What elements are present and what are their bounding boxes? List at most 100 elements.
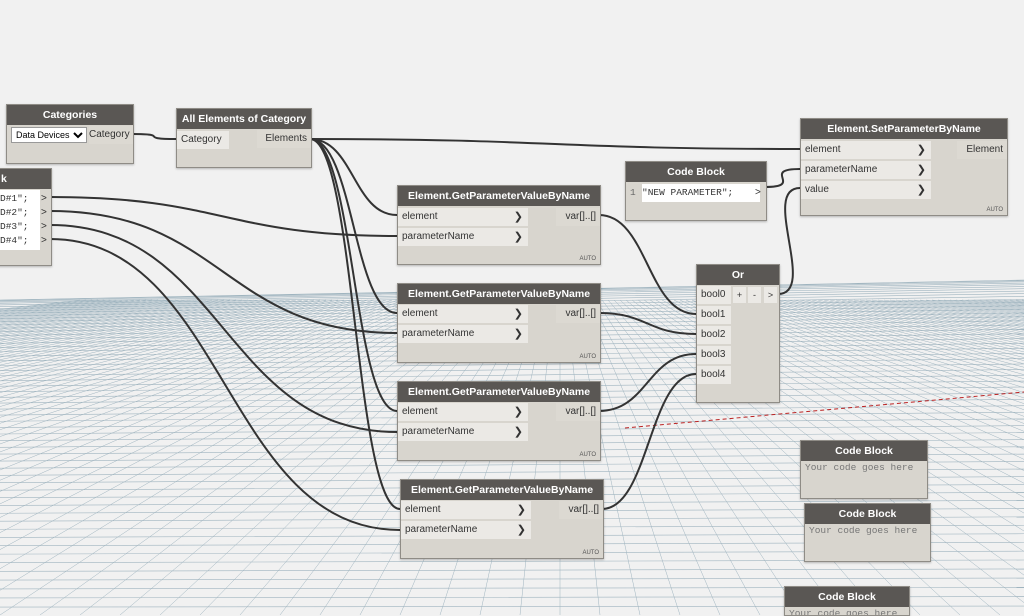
grid-line bbox=[763, 299, 1024, 372]
wire bbox=[131, 133, 177, 140]
grid-line bbox=[949, 299, 1024, 311]
all-elements-of-category-node[interactable]: All Elements of Category Category Elemen… bbox=[176, 108, 312, 168]
node-title: Element.GetParameterValueByName bbox=[398, 186, 600, 206]
grid-line bbox=[0, 568, 1024, 572]
code-placeholder[interactable]: Your code goes here bbox=[789, 608, 898, 616]
grid-line bbox=[0, 577, 1024, 581]
grid-line bbox=[0, 299, 447, 518]
lacing-auto-label: AUTO bbox=[986, 207, 1003, 213]
output-chevron-2[interactable]: > bbox=[41, 207, 47, 218]
chevron-right-icon: ❯ bbox=[513, 426, 523, 438]
set-parameter-by-name-node[interactable]: Element.SetParameterByName element❯ para… bbox=[800, 118, 1008, 216]
input-port-element[interactable]: element❯ bbox=[398, 403, 528, 421]
grid-line bbox=[685, 299, 1024, 450]
code-placeholder[interactable]: Your code goes here bbox=[805, 462, 914, 473]
get-parameter-value-by-name-node-1[interactable]: Element.GetParameterValueByName element❯… bbox=[397, 185, 601, 265]
grid-line bbox=[0, 299, 381, 418]
output-chevron[interactable]: > bbox=[755, 187, 761, 198]
grid-line bbox=[787, 299, 1024, 358]
code-line-3[interactable]: D#3"; bbox=[0, 218, 40, 236]
grid-line bbox=[0, 299, 357, 398]
chevron-right-icon: ❯ bbox=[513, 211, 523, 223]
input-port-bool4[interactable]: bool4 bbox=[697, 366, 731, 384]
remove-input-button[interactable]: - bbox=[748, 287, 761, 303]
empty-code-block-2[interactable]: Code Block Your code goes here bbox=[804, 503, 931, 562]
code-line-4[interactable]: D#4"; bbox=[0, 232, 40, 250]
get-parameter-value-by-name-node-4[interactable]: Element.GetParameterValueByName element❯… bbox=[400, 479, 604, 559]
input-port-element[interactable]: element❯ bbox=[398, 208, 528, 226]
input-port-parametername[interactable]: parameterName❯ bbox=[398, 423, 528, 441]
input-port-element[interactable]: element❯ bbox=[801, 141, 931, 159]
output-port-category[interactable]: Category bbox=[89, 126, 133, 144]
code-block-node-new-parameter[interactable]: Code Block 1 "NEW PARAMETER"; > bbox=[625, 161, 767, 221]
categories-node[interactable]: Categories Data Devices Category bbox=[6, 104, 134, 164]
code-text[interactable]: "NEW PARAMETER"; bbox=[642, 184, 760, 202]
input-port-element[interactable]: element❯ bbox=[398, 305, 528, 323]
grid-line bbox=[793, 299, 1024, 355]
grid-line bbox=[0, 299, 435, 492]
wire bbox=[49, 224, 398, 433]
grid-line bbox=[0, 369, 1024, 382]
grid-line bbox=[0, 299, 315, 372]
input-port-category[interactable]: Category bbox=[177, 131, 229, 149]
node-title: All Elements of Category bbox=[177, 109, 311, 129]
grid-line bbox=[757, 299, 1024, 375]
output-port-elements[interactable]: Elements bbox=[257, 130, 311, 148]
category-dropdown[interactable]: Data Devices bbox=[11, 127, 87, 143]
add-input-button[interactable]: + bbox=[733, 287, 746, 303]
code-line-2[interactable]: D#2"; bbox=[0, 204, 40, 222]
input-port-bool0[interactable]: bool0 bbox=[697, 286, 731, 304]
grid-line bbox=[919, 299, 1024, 317]
output-chevron-4[interactable]: > bbox=[41, 235, 47, 246]
lacing-auto-label: AUTO bbox=[579, 354, 596, 360]
get-parameter-value-by-name-node-2[interactable]: Element.GetParameterValueByName element❯… bbox=[397, 283, 601, 363]
grid-line bbox=[0, 299, 291, 360]
code-placeholder[interactable]: Your code goes here bbox=[809, 525, 918, 536]
grid-line bbox=[775, 299, 1024, 365]
grid-line bbox=[0, 299, 339, 385]
output-port-var[interactable]: var[]..[] bbox=[556, 305, 600, 323]
input-port-parametername[interactable]: parameterName❯ bbox=[401, 521, 531, 539]
axis-line bbox=[624, 391, 1024, 429]
node-title: Categories bbox=[7, 105, 133, 125]
grid-line bbox=[703, 299, 1024, 424]
output-port-var[interactable]: var[]..[] bbox=[556, 403, 600, 421]
input-port-value[interactable]: value❯ bbox=[801, 181, 931, 199]
empty-code-block-3[interactable]: Code Block Your code goes here bbox=[784, 586, 910, 616]
output-chevron[interactable]: > bbox=[764, 287, 777, 303]
wire bbox=[598, 312, 697, 335]
output-port-element[interactable]: Element bbox=[957, 141, 1007, 159]
line-number: 1 bbox=[630, 187, 636, 198]
grid-line bbox=[727, 299, 1024, 399]
chevron-right-icon: ❯ bbox=[513, 308, 523, 320]
get-parameter-value-by-name-node-3[interactable]: Element.GetParameterValueByName element❯… bbox=[397, 381, 601, 461]
input-port-parametername[interactable]: parameterName❯ bbox=[398, 325, 528, 343]
input-port-parametername[interactable]: parameterName❯ bbox=[801, 161, 931, 179]
or-node[interactable]: Or bool0 + - > bool1 bool2 bool3 bool4 bbox=[696, 264, 780, 403]
input-port-element[interactable]: element❯ bbox=[401, 501, 531, 519]
code-block-node-partial[interactable]: k D#1"; D#2"; D#3"; D#4"; > > > > bbox=[0, 168, 52, 266]
grid-line bbox=[931, 299, 1024, 315]
grid-line bbox=[0, 299, 477, 615]
input-port-bool2[interactable]: bool2 bbox=[697, 326, 731, 344]
node-title: Code Block bbox=[626, 162, 766, 182]
node-title: Element.SetParameterByName bbox=[801, 119, 1007, 139]
chevron-right-icon: ❯ bbox=[513, 328, 523, 340]
output-port-var[interactable]: var[]..[] bbox=[556, 208, 600, 226]
output-chevron-1[interactable]: > bbox=[41, 193, 47, 204]
wire bbox=[764, 168, 801, 188]
code-line-1[interactable]: D#1"; bbox=[0, 190, 40, 208]
input-port-bool1[interactable]: bool1 bbox=[697, 306, 731, 324]
wire bbox=[601, 373, 697, 510]
input-port-bool3[interactable]: bool3 bbox=[697, 346, 731, 364]
grid-line bbox=[607, 299, 881, 615]
input-port-parametername[interactable]: parameterName❯ bbox=[398, 228, 528, 246]
grid-line bbox=[691, 299, 1024, 441]
wire bbox=[309, 138, 398, 216]
wire bbox=[309, 138, 398, 412]
output-chevron-3[interactable]: > bbox=[41, 221, 47, 232]
wire bbox=[777, 187, 801, 295]
empty-code-block-1[interactable]: Code Block Your code goes here bbox=[800, 440, 928, 499]
grid-line bbox=[0, 299, 363, 402]
output-port-var[interactable]: var[]..[] bbox=[559, 501, 603, 519]
